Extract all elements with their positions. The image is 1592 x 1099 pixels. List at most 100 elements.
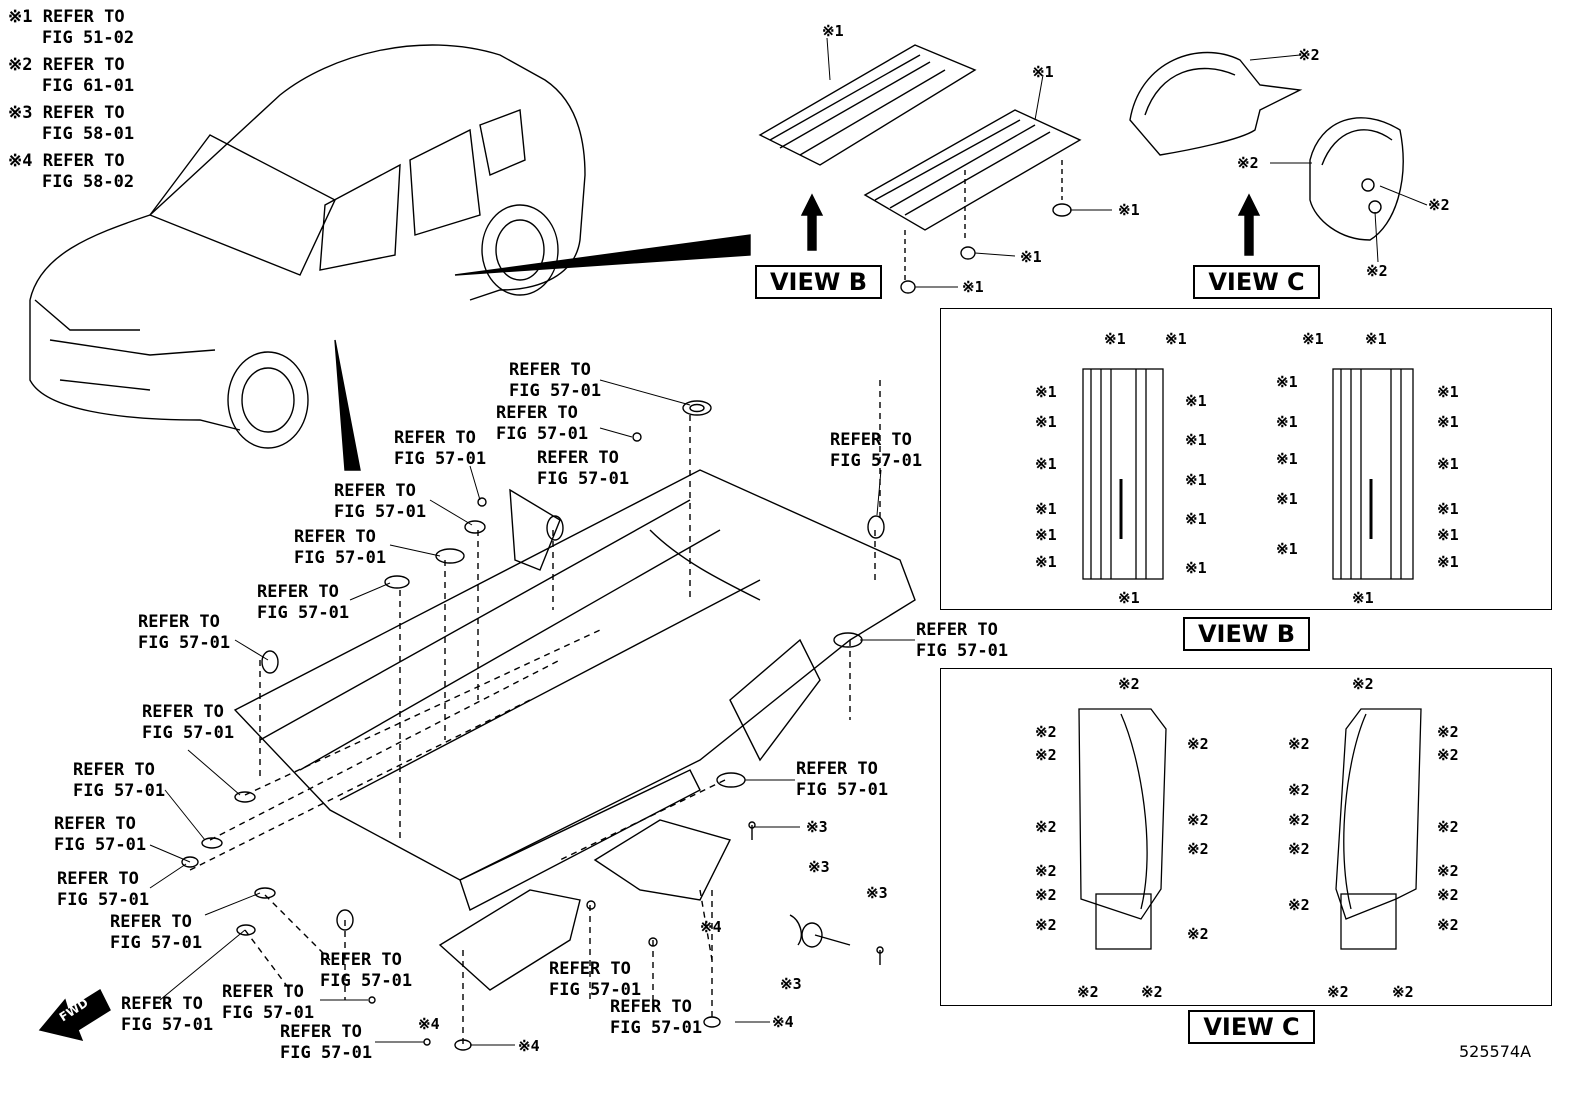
mark-2: ※2	[1288, 840, 1310, 858]
mark-1: ※1	[1035, 526, 1057, 544]
mark-1: ※1	[1035, 413, 1057, 431]
view-b-label-top: VIEW B	[755, 265, 882, 299]
mark-2: ※2	[1428, 196, 1450, 214]
mark-1: ※1	[1276, 490, 1298, 508]
mark-1: ※1	[1035, 383, 1057, 401]
mark-2: ※2	[1187, 840, 1209, 858]
mark-1: ※1	[1035, 553, 1057, 571]
mark-2: ※2	[1366, 262, 1388, 280]
mark-2: ※2	[1352, 675, 1374, 693]
main-view-pointer	[334, 339, 361, 471]
mark-2: ※2	[1288, 735, 1310, 753]
legend-1: ※1 REFER TO	[8, 7, 125, 27]
mark-2: ※2	[1437, 818, 1459, 836]
legend-1-fig: FIG 51-02	[42, 28, 135, 48]
mark-1: ※1	[1437, 413, 1459, 431]
fender-liner-top	[1129, 51, 1404, 241]
fasteners	[748, 821, 884, 965]
mark-1: ※1	[1185, 471, 1207, 489]
mark-2: ※2	[1437, 723, 1459, 741]
mark-1: ※1	[1276, 413, 1298, 431]
legend-3: ※3 REFER TO	[8, 103, 125, 123]
fwd-arrow-icon	[38, 988, 111, 1041]
mark-2: ※2	[1437, 862, 1459, 880]
leader-lines	[189, 380, 881, 1045]
mark-2: ※2	[1437, 916, 1459, 934]
mark-4: ※4	[772, 1013, 794, 1031]
mark-1: ※1	[1302, 330, 1324, 348]
mark-2: ※2	[1288, 896, 1310, 914]
legend-2-fig: FIG 61-01	[42, 76, 135, 96]
legend-4-fig: FIG 58-02	[42, 172, 135, 192]
view-b-pointer	[454, 234, 751, 276]
under-cover-top	[758, 44, 1082, 280]
mark-4: ※4	[700, 918, 722, 936]
mark-3: ※3	[866, 884, 888, 902]
mark-1: ※1	[1365, 330, 1387, 348]
mark-1: ※1	[1165, 330, 1187, 348]
mark-1: ※1	[1020, 248, 1042, 266]
mark-2: ※2	[1187, 735, 1209, 753]
annotation-leaders	[149, 37, 1428, 1046]
drawing-id: 525574A	[1459, 1042, 1532, 1061]
mark-1: ※1	[1185, 431, 1207, 449]
mark-2: ※2	[1141, 983, 1163, 1001]
mark-1: ※1	[1035, 500, 1057, 518]
mark-2: ※2	[1437, 746, 1459, 764]
mark-1: ※1	[822, 22, 844, 40]
mark-1: ※1	[962, 278, 984, 296]
floor-assembly	[233, 469, 916, 991]
mark-2: ※2	[1327, 983, 1349, 1001]
mark-2: ※2	[1077, 983, 1099, 1001]
mark-2: ※2	[1187, 925, 1209, 943]
view-c-label-top: VIEW C	[1193, 265, 1320, 299]
mark-2: ※2	[1392, 983, 1414, 1001]
mark-3: ※3	[780, 975, 802, 993]
legend-3-fig: FIG 58-01	[42, 124, 135, 144]
mark-1: ※1	[1185, 559, 1207, 577]
mark-2: ※2	[1035, 862, 1057, 880]
view-c-label: VIEW C	[1188, 1010, 1315, 1044]
mark-1: ※1	[1437, 383, 1459, 401]
mark-4: ※4	[518, 1037, 540, 1055]
mark-2: ※2	[1298, 46, 1320, 64]
mark-1: ※1	[1035, 455, 1057, 473]
mark-1: ※1	[1276, 540, 1298, 558]
view-b-panel	[940, 308, 1552, 610]
mark-1: ※1	[1276, 373, 1298, 391]
mark-1: ※1	[1185, 510, 1207, 528]
view-b-label: VIEW B	[1183, 617, 1310, 651]
mark-2: ※2	[1187, 811, 1209, 829]
mark-4: ※4	[418, 1015, 440, 1033]
mark-1: ※1	[1104, 330, 1126, 348]
legend-4: ※4 REFER TO	[8, 151, 125, 171]
mark-3: ※3	[806, 818, 828, 836]
mark-1: ※1	[1118, 201, 1140, 219]
mark-2: ※2	[1437, 886, 1459, 904]
mark-2: ※2	[1288, 811, 1310, 829]
mark-2: ※2	[1035, 916, 1057, 934]
mark-1: ※1	[1185, 392, 1207, 410]
mark-2: ※2	[1118, 675, 1140, 693]
mark-1: ※1	[1437, 500, 1459, 518]
view-c-panel	[940, 668, 1552, 1006]
